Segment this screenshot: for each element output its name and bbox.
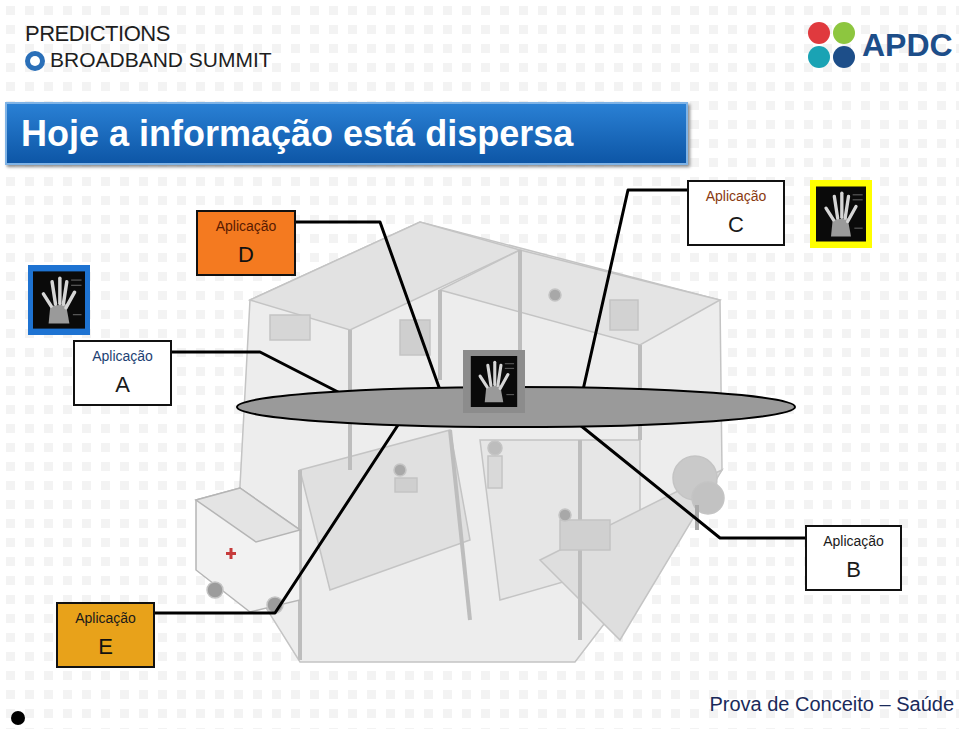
summit-icon: [25, 51, 45, 71]
box-heading: Aplicação: [706, 187, 767, 205]
leader-lines: [155, 425, 398, 613]
hospital-illustration: [395, 478, 417, 492]
summit-icon: [30, 56, 40, 66]
leader-lines: [583, 190, 687, 390]
organisation-logo-text: APDC: [862, 25, 953, 65]
xray-image-blue: [33, 271, 85, 328]
application-box: AplicaçãoE: [56, 602, 155, 668]
xray-image-center: [471, 356, 517, 407]
leader-lines: [296, 222, 440, 390]
apdc-logo-mark: [833, 22, 855, 44]
box-heading: Aplicação: [823, 532, 884, 550]
leader-lines: [580, 425, 805, 538]
xray-image-center: [463, 350, 525, 413]
hospital-illustration: [488, 456, 502, 488]
xray-image-yellow: [810, 180, 872, 248]
xray-image-blue: [28, 265, 90, 335]
hospital-illustration: [236, 222, 722, 662]
application-box: AplicaçãoC: [687, 180, 785, 246]
hospital-illustration: [394, 464, 406, 476]
box-heading: Aplicação: [92, 347, 153, 365]
box-letter: E: [98, 633, 113, 661]
application-box: AplicaçãoB: [805, 525, 902, 591]
box-letter: C: [728, 211, 744, 239]
xray-image-yellow: [816, 187, 866, 242]
application-box: AplicaçãoD: [196, 210, 296, 276]
summit-icon: [25, 51, 45, 71]
hospital-illustration: [270, 315, 310, 340]
application-box: AplicaçãoA: [73, 340, 172, 406]
event-name: PREDICTIONS: [25, 20, 170, 48]
bullet-dot: [11, 711, 25, 725]
hospital-illustration: [549, 289, 561, 301]
apdc-logo-mark: [833, 46, 855, 68]
hospital-illustration: [610, 300, 638, 330]
box-letter: A: [115, 371, 130, 399]
leader-lines: [172, 352, 340, 393]
hospital-illustration: [196, 488, 300, 542]
leader-lines: [155, 190, 805, 613]
hospital-illustration: [196, 222, 724, 662]
hospital-illustration: [450, 430, 470, 620]
hospital-illustration: [438, 290, 442, 380]
hospital-illustration: [560, 520, 610, 550]
event-name: BROADBAND SUMMIT: [50, 46, 272, 74]
hospital-illustration: [440, 250, 720, 345]
box-heading: Aplicação: [75, 609, 136, 627]
title-bar: Hoje a informação está dispersa: [5, 102, 688, 165]
xray-image-blue: [28, 265, 90, 335]
hospital-illustration: [230, 548, 233, 559]
footer-text: Prova de Conceito – Saúde: [709, 692, 954, 716]
apdc-logo-mark: [808, 46, 830, 68]
xray-image-yellow: [810, 180, 872, 248]
xray-image-center: [463, 350, 525, 413]
apdc-logo-mark: [808, 22, 855, 68]
box-letter: B: [846, 556, 861, 584]
box-letter: D: [238, 241, 254, 269]
slide-title: Hoje a informação está dispersa: [21, 113, 573, 155]
hospital-illustration: [207, 582, 223, 598]
hospital-illustration: [488, 441, 502, 455]
apdc-logo-mark: [808, 22, 830, 44]
hospital-illustration: [300, 430, 470, 590]
box-heading: Aplicação: [216, 217, 277, 235]
hospital-illustration: [559, 509, 571, 521]
hospital-illustration: [196, 488, 300, 612]
